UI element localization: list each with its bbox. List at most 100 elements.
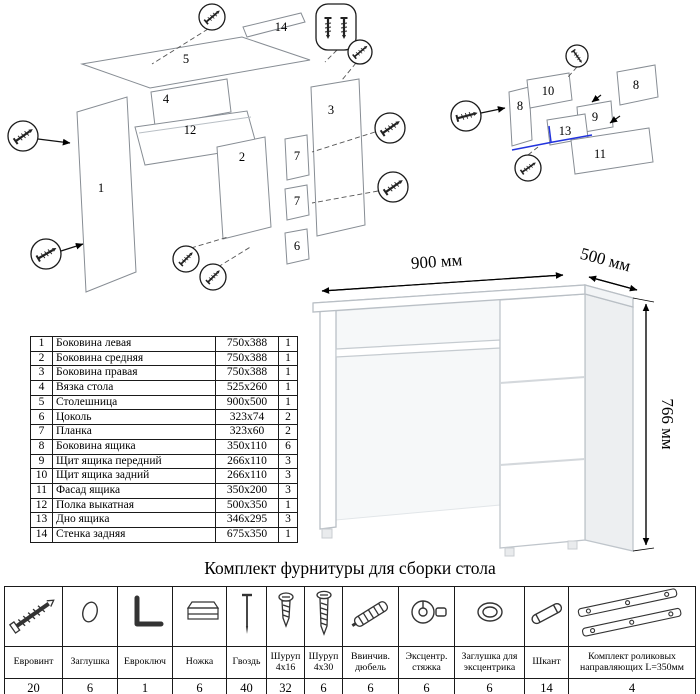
part-qty: 3 (278, 512, 298, 528)
hardware-names-row: Евровинт Заглушка Евроключ Ножка Гвоздь … (4, 646, 696, 679)
part-size: 350x200 (215, 482, 279, 499)
part-back-panel (242, 12, 306, 38)
part-drawer-back (526, 72, 573, 109)
hardware-item-qty: 6 (454, 678, 525, 694)
drawer-gap-line (499, 458, 586, 466)
hardware-icon-cell (568, 586, 696, 647)
part-number: 2 (30, 350, 53, 367)
part-label-8b: 8 (633, 78, 639, 92)
part-label-4: 4 (163, 92, 170, 106)
dowel-icon (530, 602, 562, 625)
hardware-item-qty: 6 (172, 678, 227, 694)
part-size: 266x110 (215, 453, 279, 470)
leader-lines (527, 66, 578, 156)
hardware-table: Евровинт Заглушка Евроключ Ножка Гвоздь … (4, 586, 696, 694)
part-name: Цоколь (52, 409, 216, 426)
part-labels: 1 2 3 4 5 6 7 7 12 14 (98, 20, 334, 253)
part-top-panel (80, 36, 311, 89)
hardware-icon-cell (398, 586, 455, 647)
part-right-side-panel (310, 78, 366, 237)
part-size: 350x110 (215, 438, 279, 455)
part-size: 750x388 (215, 365, 279, 382)
part-number: 13 (30, 512, 53, 528)
part-size: 900x500 (215, 394, 279, 411)
foot-icon (186, 601, 219, 620)
hardware-item-name: Евровинт (4, 646, 63, 679)
hardware-icon-cell (304, 586, 343, 647)
part-label-7b: 7 (294, 194, 300, 208)
hardware-item-name: Шуруп 4х30 (304, 646, 343, 679)
part-left-side-panel (76, 96, 137, 293)
part-qty: 1 (278, 497, 298, 514)
hardware-qty-row: 20 6 1 6 40 32 6 6 6 6 14 4 (4, 678, 696, 694)
part-label-12: 12 (184, 123, 197, 137)
part-number: 11 (30, 482, 53, 499)
part-name: Стенка задняя (52, 526, 216, 543)
desk-interior-back-panel (335, 299, 501, 521)
desk-render: 900 мм 500 мм 766 мм (312, 244, 677, 557)
part-name: Боковина правая (52, 365, 216, 382)
part-label-11: 11 (594, 147, 606, 161)
part-label-6: 6 (294, 239, 300, 253)
hex-key-icon (134, 595, 164, 627)
part-label-3: 3 (328, 103, 334, 117)
drawer-unit-front (499, 293, 586, 549)
part-size: 266x110 (215, 468, 279, 484)
part-name: Фасад ящика (52, 482, 216, 499)
hardware-item-name: Заглушка (62, 646, 118, 679)
part-number: 3 (30, 365, 53, 382)
part-size: 750x388 (215, 336, 279, 352)
hardware-item-name: Комплект роликовых направляющих L=350мм (568, 646, 696, 679)
fastener-callout (315, 3, 357, 51)
part-size: 323x74 (215, 409, 279, 426)
cam-cap-icon (476, 602, 503, 622)
hardware-item-qty: 4 (568, 678, 696, 694)
part-qty: 1 (278, 336, 298, 352)
cap-icon (82, 601, 98, 623)
part-name: Боковина ящика (52, 438, 216, 455)
hardware-item-qty: 14 (524, 678, 569, 694)
dimension-lines (321, 272, 655, 552)
hardware-item-name: Гвоздь (226, 646, 267, 679)
hardware-item-name: Шуруп 4х16 (266, 646, 305, 679)
drawer-exploded-view: 8 8 9 10 11 13 (450, 44, 659, 182)
confirmat-screw-icon (8, 599, 55, 634)
hardware-item-qty: 40 (226, 678, 267, 694)
part-label-7a: 7 (294, 149, 300, 163)
hardware-kit-title: Комплект фурнитуры для сборки стола (204, 558, 496, 578)
desk-foot (504, 547, 515, 557)
hardware-item-name: Заглушка для эксцентрика (454, 646, 525, 679)
screw-short-icon (277, 592, 294, 628)
part-qty: 3 (278, 482, 298, 499)
hardware-item-name: Евроключ (117, 646, 173, 679)
part-number: 8 (30, 438, 53, 455)
part-qty: 1 (278, 526, 298, 543)
part-name: Щит ящика передний (52, 453, 216, 470)
part-middle-side-panel (216, 136, 272, 240)
part-name: Столешница (52, 394, 216, 411)
part-name: Полка выкатная (52, 497, 216, 514)
part-size: 346x295 (215, 512, 279, 528)
part-number: 12 (30, 497, 53, 514)
desk-foot (567, 540, 578, 550)
part-plinth (284, 228, 310, 265)
part-qty: 1 (278, 350, 298, 367)
part-number: 4 (30, 380, 53, 396)
desk-exploded-view: 1 2 3 4 5 6 7 7 12 14 (7, 3, 409, 293)
part-name: Боковина средняя (52, 350, 216, 367)
leader-lines (151, 28, 379, 268)
hardware-icon-cell (117, 586, 173, 647)
hardware-icon-cell (172, 586, 227, 647)
drawer-bottom-guide-lines (511, 125, 593, 151)
drawer-gap-line (499, 376, 586, 384)
part-rail-top (284, 134, 310, 181)
